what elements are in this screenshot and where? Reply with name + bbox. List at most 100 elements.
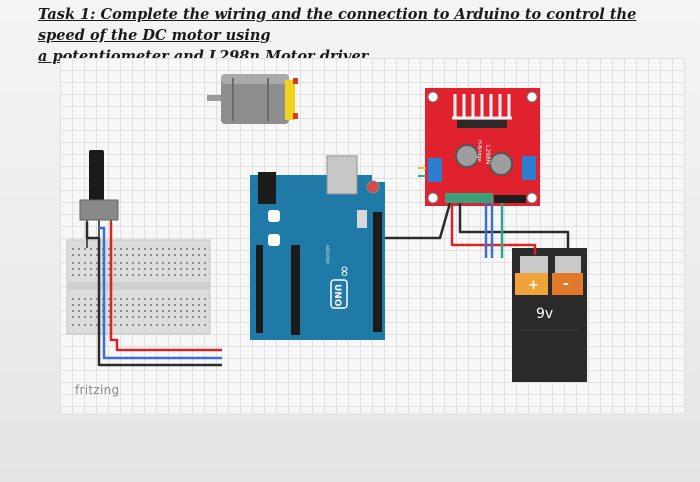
driver-mount-hole-tl	[427, 91, 439, 103]
breadboard-hole	[108, 304, 110, 306]
breadboard-hole	[132, 254, 134, 256]
breadboard-hole	[90, 268, 92, 270]
motor-endcap	[285, 80, 295, 120]
breadboard-hole	[108, 248, 110, 250]
arduino-capacitor-2	[268, 234, 280, 246]
breadboard-hole	[108, 324, 110, 326]
arduino-icsp-header	[357, 210, 367, 228]
breadboard-hole	[96, 324, 98, 326]
breadboard-hole	[204, 298, 206, 300]
breadboard-hole	[126, 304, 128, 306]
breadboard-hole	[72, 248, 74, 250]
breadboard-hole	[120, 316, 122, 318]
breadboard-hole	[150, 254, 152, 256]
breadboard-hole	[174, 316, 176, 318]
breadboard-hole	[96, 304, 98, 306]
breadboard-hole	[138, 316, 140, 318]
breadboard-hole	[126, 268, 128, 270]
motor-shaft	[207, 95, 223, 101]
arduino-board	[250, 175, 385, 340]
breadboard-hole	[90, 316, 92, 318]
breadboard-hole	[126, 316, 128, 318]
breadboard-hole	[186, 254, 188, 256]
breadboard-hole	[126, 254, 128, 256]
breadboard-hole	[162, 298, 164, 300]
breadboard-hole	[198, 304, 200, 306]
breadboard-hole	[162, 248, 164, 250]
breadboard-hole	[96, 310, 98, 312]
breadboard-hole	[120, 274, 122, 276]
breadboard-hole	[162, 262, 164, 264]
breadboard-hole	[198, 310, 200, 312]
breadboard-hole	[96, 274, 98, 276]
breadboard-hole	[150, 316, 152, 318]
driver-heatsink	[452, 94, 512, 120]
arduino-digital-header	[373, 212, 382, 332]
breadboard-hole	[186, 268, 188, 270]
breadboard-hole	[150, 262, 152, 264]
breadboard-hole	[120, 310, 122, 312]
breadboard-hole	[108, 262, 110, 264]
breadboard-hole	[72, 254, 74, 256]
breadboard-hole	[90, 254, 92, 256]
breadboard-hole	[132, 274, 134, 276]
breadboard-hole	[84, 274, 86, 276]
breadboard-hole	[114, 262, 116, 264]
arduino-analog-header	[256, 245, 263, 333]
breadboard-hole	[72, 304, 74, 306]
breadboard-hole	[138, 268, 140, 270]
breadboard-hole	[72, 310, 74, 312]
breadboard-hole	[84, 310, 86, 312]
breadboard-hole	[84, 268, 86, 270]
breadboard-hole	[192, 254, 194, 256]
breadboard-hole	[180, 274, 182, 276]
breadboard-hole	[96, 248, 98, 250]
breadboard-hole	[144, 324, 146, 326]
arduino-mcu-chip	[291, 245, 300, 335]
breadboard-hole	[96, 268, 98, 270]
breadboard-hole	[204, 324, 206, 326]
breadboard-hole	[162, 274, 164, 276]
breadboard-hole	[168, 304, 170, 306]
breadboard-hole	[138, 274, 140, 276]
driver-mount-hole-br	[526, 192, 538, 204]
breadboard-hole	[114, 274, 116, 276]
breadboard-hole	[144, 298, 146, 300]
driver-terminal-left	[428, 158, 442, 182]
potentiometer-body	[79, 199, 119, 221]
breadboard-hole	[138, 248, 140, 250]
breadboard-hole	[192, 304, 194, 306]
breadboard-hole	[192, 310, 194, 312]
breadboard-hole	[180, 324, 182, 326]
l298n-driver: L298N H-Bridge	[425, 88, 540, 206]
breadboard-hole	[204, 248, 206, 250]
breadboard-hole	[198, 316, 200, 318]
breadboard-hole	[120, 268, 122, 270]
breadboard-hole	[156, 248, 158, 250]
breadboard-hole	[126, 248, 128, 250]
breadboard-hole	[180, 298, 182, 300]
breadboard-hole	[150, 324, 152, 326]
breadboard-hole	[168, 310, 170, 312]
breadboard-hole	[150, 268, 152, 270]
breadboard-hole	[96, 262, 98, 264]
breadboard-hole	[162, 254, 164, 256]
breadboard-hole	[192, 298, 194, 300]
breadboard-hole	[114, 254, 116, 256]
breadboard-hole	[204, 268, 206, 270]
breadboard-hole	[132, 316, 134, 318]
driver-capacitor-2	[489, 152, 513, 176]
breadboard-hole	[138, 254, 140, 256]
breadboard-hole	[114, 304, 116, 306]
breadboard-hole	[126, 310, 128, 312]
breadboard-hole	[78, 298, 80, 300]
breadboard-hole	[84, 248, 86, 250]
breadboard-hole	[198, 274, 200, 276]
breadboard-hole	[162, 304, 164, 306]
breadboard-hole	[108, 310, 110, 312]
breadboard-hole	[168, 248, 170, 250]
breadboard-hole	[114, 324, 116, 326]
breadboard-hole	[78, 248, 80, 250]
breadboard-hole	[186, 248, 188, 250]
breadboard-hole	[186, 262, 188, 264]
